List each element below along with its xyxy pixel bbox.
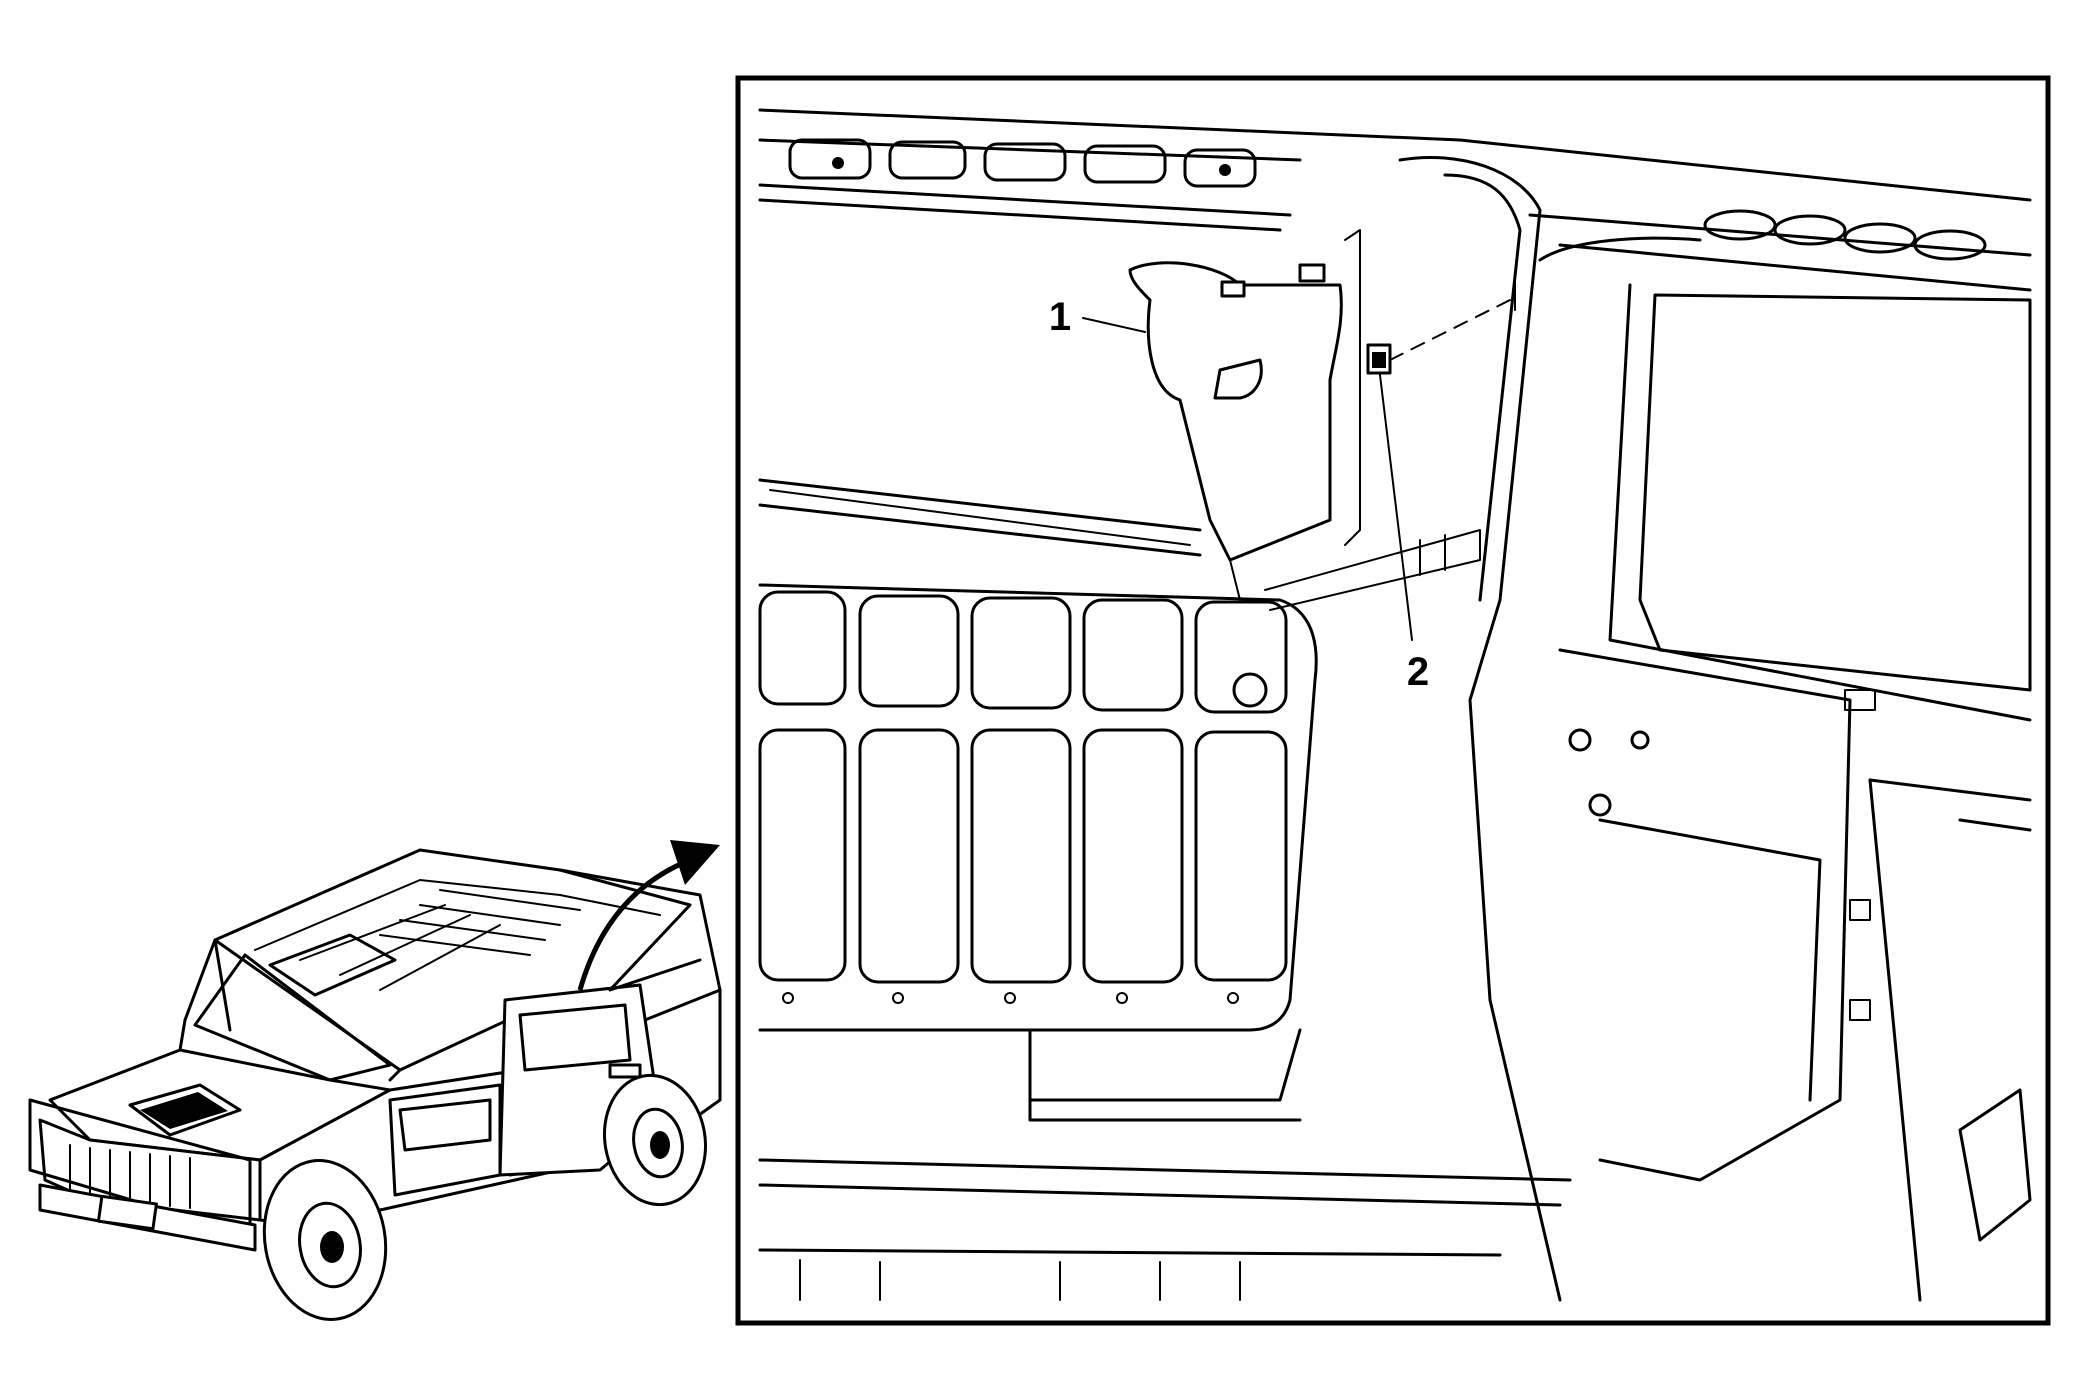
callout-2-leader [1379,374,1413,641]
callout-1-label: 1 [1049,295,1071,339]
rear-wheel [602,1073,708,1207]
seat-grid-openings [758,590,1288,984]
callout-1-leader [1082,317,1146,333]
trim-panel [1128,261,1343,562]
pointer-arrow [577,840,720,991]
callout-2-label: 2 [1407,650,1429,694]
fastener [1366,343,1392,375]
vehicle-overview [28,848,722,1321]
front-wheel [262,1159,388,1321]
detail-view: 1 2 [735,75,2051,1326]
detail-frame [735,75,2051,1326]
